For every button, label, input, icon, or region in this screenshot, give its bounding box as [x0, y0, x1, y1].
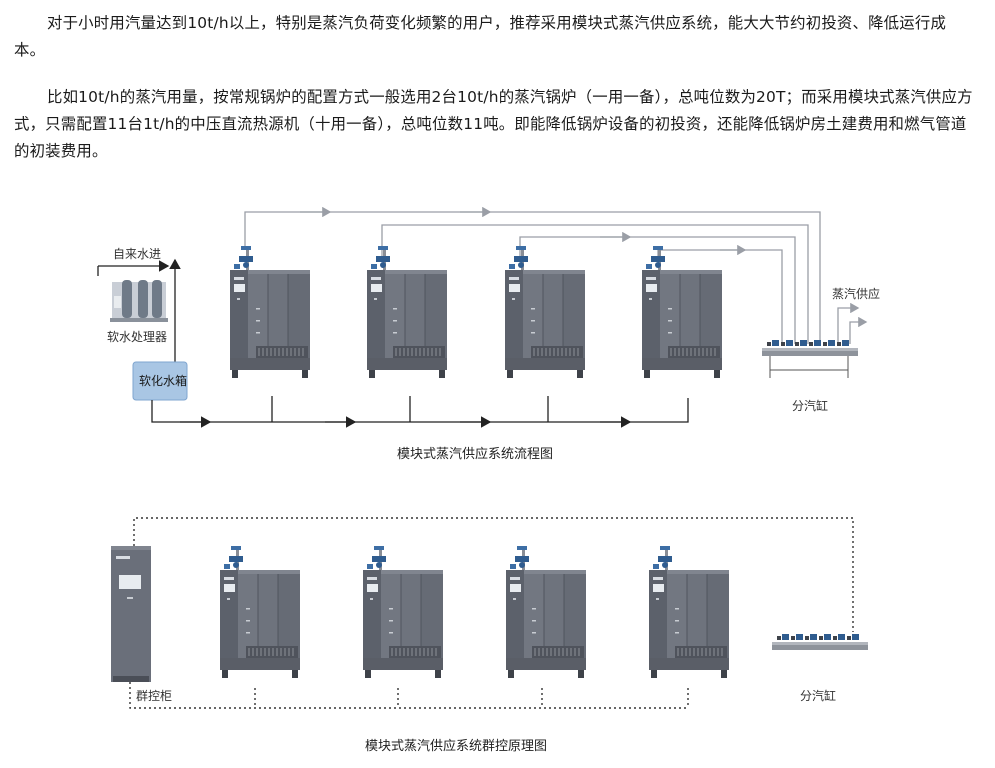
- boiler-unit-1: [229, 245, 311, 379]
- header-label-1: 分汽缸: [792, 398, 828, 413]
- steam-supply-label: 蒸汽供应: [832, 286, 880, 301]
- control-cabinet: [111, 546, 151, 682]
- steam-header: [762, 340, 858, 356]
- boiler-unit-5: [219, 545, 301, 679]
- example-paragraph: 比如10t/h的蒸汽用量，按常规锅炉的配置方式一般选用2台10t/h的蒸汽锅炉（…: [14, 88, 973, 160]
- flow-diagram-caption: 模块式蒸汽供应系统流程图: [397, 446, 553, 462]
- boiler-unit-6: [362, 545, 444, 679]
- boiler-unit-4: [641, 245, 723, 379]
- control-diagram-caption: 模块式蒸汽供应系统群控原理图: [365, 738, 547, 754]
- softener-icon: [110, 280, 168, 322]
- boiler-unit-8: [648, 545, 730, 679]
- tap-water-label: 自来水进: [113, 247, 161, 261]
- control-cabinet-label: 群控柜: [136, 689, 172, 703]
- intro-paragraph: 对于小时用汽量达到10t/h以上，特别是蒸汽负荷变化频繁的用户，推荐采用模块式蒸…: [14, 14, 947, 59]
- softener-label: 软水处理器: [107, 330, 167, 344]
- control-diagram: 群控柜 分汽缸 模块式蒸汽供应系统群控原理图: [111, 517, 868, 754]
- header-label-2: 分汽缸: [800, 688, 836, 703]
- soft-tank-label: 软化水箱: [139, 373, 187, 388]
- boiler-unit-3: [504, 245, 586, 379]
- steam-header-2: [772, 634, 868, 650]
- boiler-unit-2: [366, 245, 448, 379]
- flow-diagram: 蒸汽供应 分汽缸 自来水进 软水处理器 软化水箱: [97, 206, 880, 462]
- boiler-unit-7: [505, 545, 587, 679]
- soft-water-tank: [132, 361, 188, 401]
